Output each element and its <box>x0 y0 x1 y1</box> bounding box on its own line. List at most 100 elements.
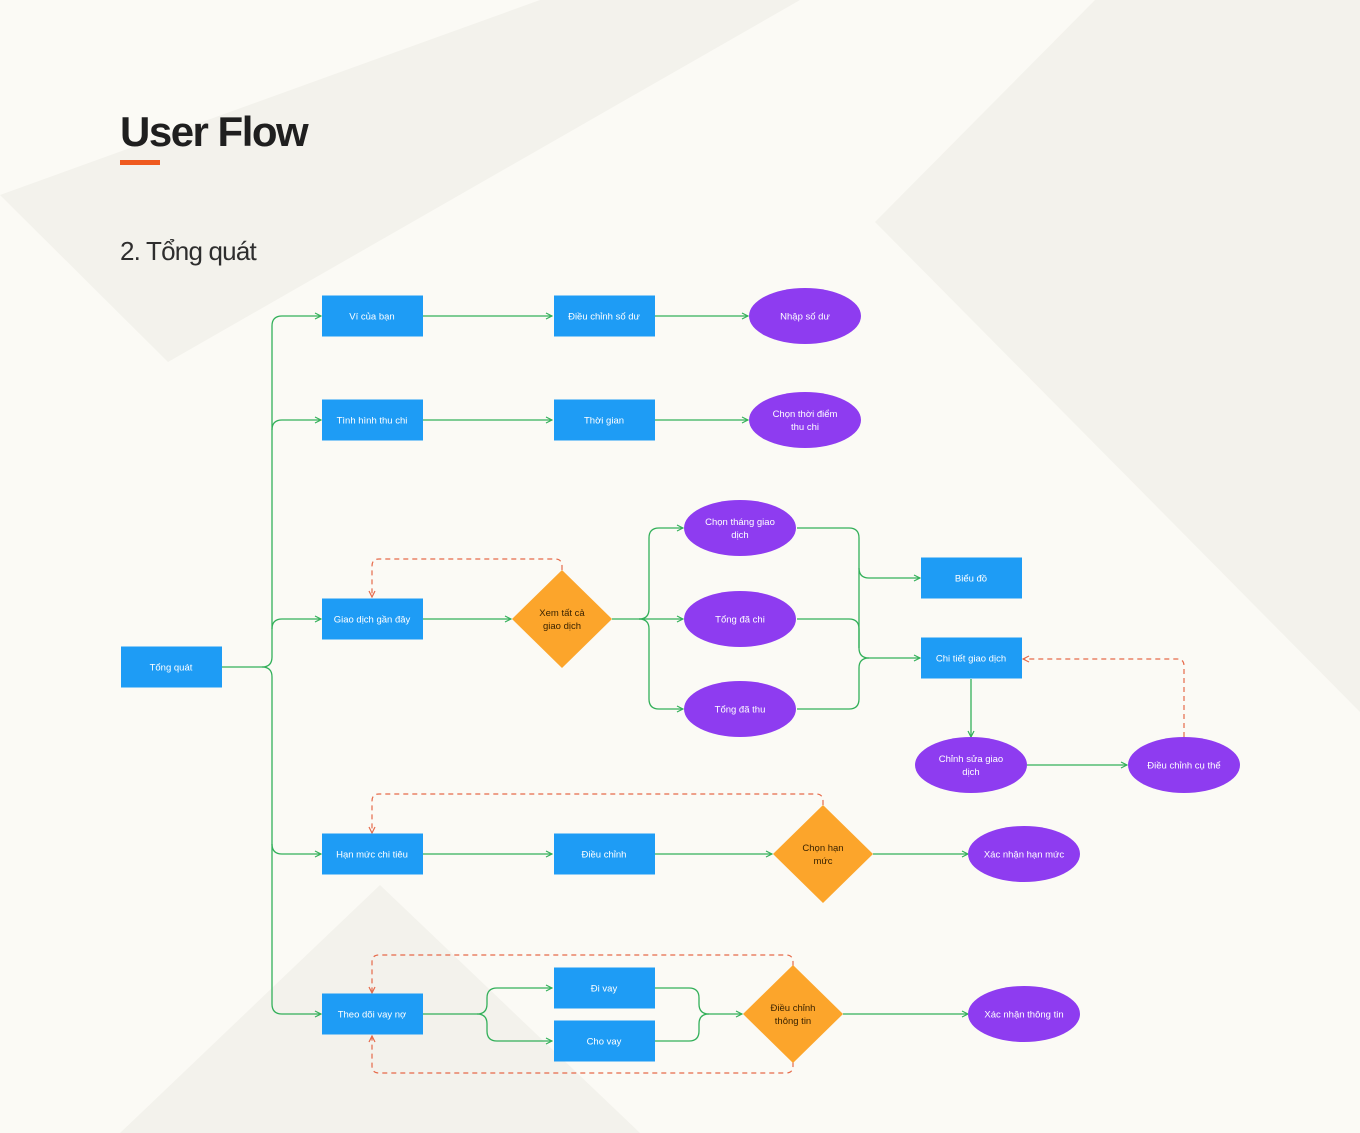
node-xac-nhan-han-muc-label: Xác nhận hạn mức <box>984 850 1065 861</box>
node-chinh-sua-giao-dich: Chỉnh sửa giao dịch <box>915 737 1027 793</box>
node-theo-doi-vay-no-shape <box>322 993 423 1035</box>
edge-xem-tat-ca-tong-da-thu <box>638 618 683 709</box>
back-edge-dieu-chinh-thong-tin-top <box>372 954 794 993</box>
flow-nodes: Tổng quát Ví của bạn Điều chỉnh số dư Nhập … <box>121 288 1240 1063</box>
node-han-muc-chi-tieu-label: Hạn mức chi tiêu <box>336 850 408 861</box>
node-dieu-chinh-thong-tin: Điều chỉnh thông tin <box>743 965 843 1063</box>
node-chinh-sua-giao-dich-shape <box>915 737 1027 793</box>
node-giao-dich-gan-day-shape <box>322 598 423 640</box>
edge-tong-quat-han-muc-chi-tieu <box>271 843 321 854</box>
edge-xem-tat-ca-chon-thang <box>612 528 683 620</box>
node-tinh-hinh-thu-chi-shape <box>322 399 423 441</box>
bg-shape-top-left <box>0 0 800 362</box>
edge-tong-da-chi-chi-tiet <box>797 618 860 648</box>
edge-tong-da-thu-chi-tiet <box>797 657 870 710</box>
title-underline <box>120 160 160 165</box>
edge-tong-quat-tinh-hinh-thu-chi <box>271 420 321 431</box>
node-xem-tat-ca-label: Xem tất cả <box>539 608 585 619</box>
node-tong-quat-label: Tổng quát <box>150 663 193 674</box>
node-bieu-do: Biểu đồ <box>921 557 1022 599</box>
node-dieu-chinh-shape <box>554 833 655 875</box>
node-dieu-chinh: Điều chỉnh <box>554 833 655 875</box>
edge-theo-doi-di-vay <box>422 988 552 1015</box>
node-chi-tiet-giao-dich: Chi tiết giao dịch <box>921 637 1022 679</box>
node-chinh-sua-giao-dich-label: dịch <box>962 767 979 778</box>
node-dieu-chinh-label: Điều chỉnh <box>582 850 627 861</box>
page-title: User Flow <box>120 108 309 155</box>
node-dieu-chinh-so-du-shape <box>554 295 655 337</box>
node-bieu-do-shape <box>921 557 1022 599</box>
edge-tong-quat-vi-cua-ban <box>221 316 321 668</box>
node-xem-tat-ca: Xem tất cả giao dịch <box>512 570 612 668</box>
node-tinh-hinh-thu-chi: Tình hình thu chi <box>322 399 423 441</box>
node-chon-han-muc-label: Chọn hạn <box>802 843 843 854</box>
node-tong-da-chi-shape <box>684 591 796 647</box>
node-xac-nhan-han-muc: Xác nhận hạn mức <box>968 826 1080 882</box>
edge-di-vay-dieu-chinh-thong-tin <box>654 987 742 1014</box>
bg-shape-right <box>875 0 1360 712</box>
node-dieu-chinh-thong-tin-label: Điều chỉnh <box>771 1003 816 1014</box>
edge-cho-vay-dieu-chinh-thong-tin <box>654 1013 710 1042</box>
node-han-muc-chi-tieu: Hạn mức chi tiêu <box>322 833 423 875</box>
node-di-vay: Đi vay <box>554 967 655 1009</box>
node-chon-han-muc: Chọn hạn mức <box>773 805 873 903</box>
node-dieu-chinh-thong-tin-label: thông tin <box>775 1016 811 1027</box>
node-dieu-chinh-thong-tin-shape <box>743 965 843 1063</box>
node-dieu-chinh-so-du-label: Điều chỉnh số dư <box>568 312 640 323</box>
node-nhap-so-du-shape <box>749 288 861 344</box>
node-di-vay-shape <box>554 967 655 1009</box>
back-edge-dieu-chinh-thong-tin-bottom <box>372 1036 794 1074</box>
edge-theo-doi-cho-vay <box>476 1013 552 1041</box>
node-tinh-hinh-thu-chi-label: Tình hình thu chi <box>337 416 408 427</box>
back-edge-xem-tat-ca-giao-dich <box>372 558 563 597</box>
node-tong-da-thu-shape <box>684 681 796 737</box>
node-tong-quat-shape <box>121 646 222 688</box>
node-xac-nhan-thong-tin: Xác nhận thông tin <box>968 986 1080 1042</box>
node-chi-tiet-giao-dich-shape <box>921 637 1022 679</box>
node-vi-cua-ban-label: Ví của bạn <box>349 312 394 323</box>
node-vi-cua-ban-shape <box>322 295 423 337</box>
node-tong-quat: Tổng quát <box>121 646 222 688</box>
node-chinh-sua-giao-dich-label: Chỉnh sửa giao <box>939 754 1003 765</box>
edge-chon-thang-bieu-do <box>797 527 920 578</box>
node-chon-thoi-diem-label: thu chi <box>791 422 819 433</box>
back-edge-chon-han-muc-han-muc <box>372 793 824 833</box>
node-bieu-do-label: Biểu đồ <box>955 574 987 585</box>
node-cho-vay: Cho vay <box>554 1020 655 1062</box>
node-chon-han-muc-label: mức <box>813 856 832 867</box>
node-chon-thang-label: Chọn tháng giao <box>705 517 775 528</box>
node-thoi-gian-shape <box>554 399 655 441</box>
node-thoi-gian-label: Thời gian <box>584 416 624 427</box>
node-tong-da-chi: Tổng đã chi <box>684 591 796 647</box>
node-xem-tat-ca-shape <box>512 570 612 668</box>
node-theo-doi-vay-no: Theo dõi vay nợ <box>322 993 423 1035</box>
node-theo-doi-vay-no-label: Theo dõi vay nợ <box>338 1010 407 1021</box>
node-xem-tat-ca-label: giao dịch <box>543 621 581 632</box>
node-chon-thoi-diem-shape <box>749 392 861 448</box>
node-chon-thang: Chọn tháng giao dịch <box>684 500 796 556</box>
edge-tong-quat-giao-dich-gan-day <box>271 619 321 630</box>
connectors <box>221 316 1185 1074</box>
node-giao-dich-gan-day: Giao dịch gần đây <box>322 598 423 640</box>
node-dieu-chinh-cu-the-shape <box>1128 737 1240 793</box>
node-nhap-so-du-label: Nhập số dư <box>780 312 830 323</box>
node-dieu-chinh-cu-the-label: Điều chỉnh cụ thể <box>1147 761 1220 772</box>
node-dieu-chinh-so-du: Điều chỉnh số dư <box>554 295 655 337</box>
node-tong-da-chi-label: Tổng đã chi <box>715 615 765 626</box>
node-chon-thang-shape <box>684 500 796 556</box>
node-chon-thang-label: dịch <box>731 530 748 541</box>
node-tong-da-thu: Tổng đã thu <box>684 681 796 737</box>
node-di-vay-label: Đi vay <box>591 984 618 995</box>
section-subtitle: 2. Tổng quát <box>120 236 257 266</box>
node-cho-vay-label: Cho vay <box>587 1037 622 1048</box>
node-xac-nhan-thong-tin-label: Xác nhận thông tin <box>984 1010 1063 1021</box>
node-cho-vay-shape <box>554 1020 655 1062</box>
node-giao-dich-gan-day-label: Giao dịch gần đây <box>334 615 411 626</box>
node-chi-tiet-giao-dich-label: Chi tiết giao dịch <box>936 654 1006 665</box>
node-chon-han-muc-shape <box>773 805 873 903</box>
node-xac-nhan-han-muc-shape <box>968 826 1080 882</box>
node-thoi-gian: Thời gian <box>554 399 655 441</box>
node-tong-da-thu-label: Tổng đã thu <box>715 705 766 716</box>
